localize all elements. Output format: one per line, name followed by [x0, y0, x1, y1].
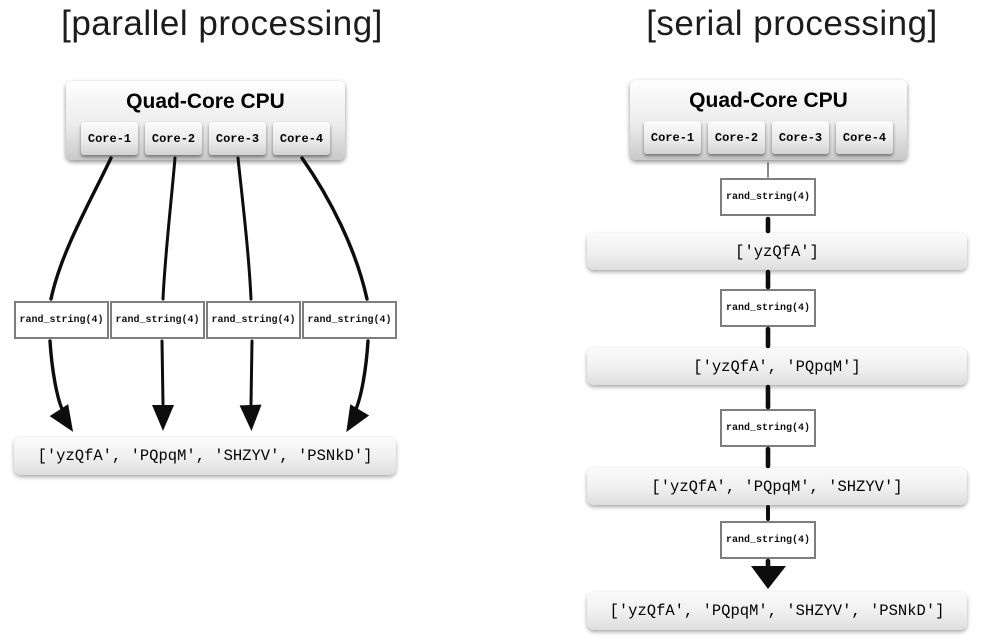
arrow-task1-to-result — [48, 339, 64, 411]
arrowhead-down-icon — [152, 405, 174, 431]
arrow-core3-to-task3 — [236, 156, 253, 301]
task-box: rand_string(4) — [206, 301, 301, 339]
result-box: ['yzQfA', 'PQpqM', 'SHZYV'] — [587, 468, 967, 505]
core-chip: Core-1 — [644, 121, 701, 154]
arrow-core4-to-task4 — [300, 156, 369, 301]
core-chip: Core-2 — [145, 122, 202, 155]
result-box: ['yzQfA', 'PQpqM'] — [587, 348, 967, 385]
serial-cpu-title: Quad-Core CPU — [689, 89, 848, 112]
arrowhead-down-icon — [751, 566, 786, 589]
core-chip: Core-3 — [772, 121, 829, 154]
serial-cpu-box: Quad-Core CPU Core-1 Core-2 Core-3 Core-… — [630, 80, 907, 160]
core-chip: Core-3 — [209, 122, 266, 155]
arrow-task2-to-result — [160, 339, 165, 406]
task-box: rand_string(4) — [720, 178, 816, 216]
arrow-task4-to-result — [354, 339, 370, 411]
task-box: rand_string(4) — [720, 521, 816, 559]
serial-core-row: Core-1 Core-2 Core-3 Core-4 — [630, 121, 907, 154]
result-box: ['yzQfA'] — [587, 233, 967, 270]
parallel-cpu-title: Quad-Core CPU — [126, 90, 285, 113]
task-box: rand_string(4) — [302, 301, 397, 339]
task-box: rand_string(4) — [720, 409, 816, 447]
parallel-result-box: ['yzQfA', 'PQpqM', 'SHZYV', 'PSNkD'] — [14, 437, 396, 475]
core-chip: Core-1 — [81, 122, 138, 155]
arrowhead-down-icon — [49, 404, 74, 432]
core-chip: Core-4 — [836, 121, 893, 154]
parallel-core-row: Core-1 Core-2 Core-3 Core-4 — [66, 122, 345, 155]
arrow-core2-to-task2 — [161, 156, 177, 301]
arrow-task3-to-result — [249, 339, 254, 406]
task-box: rand_string(4) — [110, 301, 205, 339]
arrowhead-down-icon — [239, 404, 262, 431]
arrowhead-down-icon — [346, 404, 370, 433]
parallel-panel-title: [parallel processing] — [61, 4, 383, 43]
core-chip: Core-4 — [273, 122, 330, 155]
task-box: rand_string(4) — [14, 301, 109, 339]
arrow-core1-to-task1 — [49, 156, 113, 301]
core-chip: Core-2 — [708, 121, 765, 154]
task-box: rand_string(4) — [720, 289, 816, 327]
result-box: ['yzQfA', 'PQpqM', 'SHZYV', 'PSNkD'] — [587, 592, 967, 630]
serial-panel-title: [serial processing] — [646, 4, 938, 43]
parallel-cpu-box: Quad-Core CPU Core-1 Core-2 Core-3 Core-… — [66, 81, 345, 160]
